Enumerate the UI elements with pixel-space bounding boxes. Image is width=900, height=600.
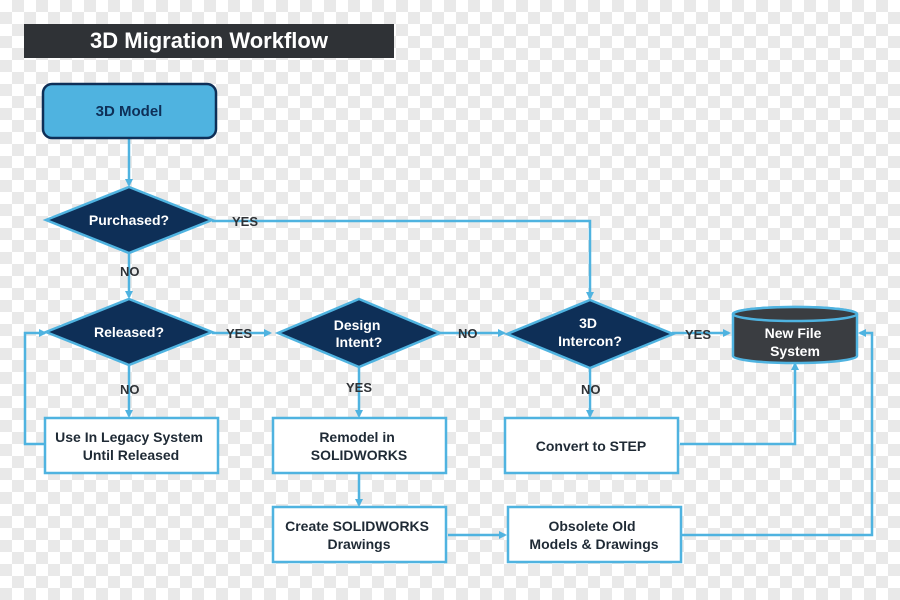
process-create-drawings: [271, 505, 448, 564]
purchased-yes-label: YES: [232, 214, 258, 229]
intercon-line-1: 3D: [579, 315, 597, 331]
start-node-3d-model: [41, 82, 218, 140]
intercon-no-label: NO: [581, 382, 601, 397]
intent-no-label: NO: [458, 326, 478, 341]
remodel-line-2: SOLIDWORKS: [311, 447, 407, 463]
new-fs-line-2: System: [770, 343, 820, 359]
edge-obsolete-to-newfs: [682, 329, 874, 537]
process-create-drawings-label: Create SOLIDWORKS Drawings: [285, 518, 433, 552]
drawings-line-1: Create SOLIDWORKS: [285, 518, 429, 534]
decision-released: [42, 297, 216, 367]
process-remodel: [271, 416, 448, 475]
new-file-system-cylinder: New File System: [731, 305, 859, 365]
decision-purchased-label: Purchased?: [89, 212, 169, 228]
process-convert-step-label: Convert to STEP: [536, 438, 646, 454]
decision-design-intent: [274, 297, 444, 369]
decision-design-intent-label: Design Intent?: [334, 317, 385, 350]
obsolete-line-1: Obsolete Old: [548, 518, 635, 534]
remodel-line-1: Remodel in: [319, 429, 394, 445]
process-convert-step: [503, 416, 680, 475]
decision-purchased: [42, 185, 216, 255]
new-file-system-label: New File System: [765, 325, 826, 359]
obsolete-line-2: Models & Drawings: [529, 536, 658, 552]
released-no-label: NO: [120, 382, 140, 397]
edge-purchased-yes-to-intercon: [212, 219, 594, 300]
design-intent-line-1: Design: [334, 317, 381, 333]
decision-released-label: Released?: [94, 324, 164, 340]
cylinder-top: [731, 305, 859, 323]
start-node-label: 3D Model: [96, 103, 163, 120]
process-obsolete-label: Obsolete Old Models & Drawings: [529, 518, 658, 552]
process-remodel-label: Remodel in SOLIDWORKS: [311, 429, 407, 463]
released-yes-label: YES: [226, 326, 252, 341]
decision-3d-intercon: [503, 298, 677, 370]
edge-convert-to-newfs: [680, 362, 799, 446]
drawings-line-2: Drawings: [327, 536, 390, 552]
intent-yes-label: YES: [346, 380, 372, 395]
intercon-yes-label: YES: [685, 327, 711, 342]
process-legacy-label: Use In Legacy System Until Released: [55, 429, 207, 463]
process-legacy: [43, 416, 220, 475]
decision-3d-intercon-label: 3D Intercon?: [558, 315, 622, 349]
legacy-line-2: Until Released: [83, 447, 179, 463]
process-obsolete: [506, 505, 683, 564]
legacy-line-1: Use In Legacy System: [55, 429, 203, 445]
intercon-line-2: Intercon?: [558, 333, 622, 349]
edge-legacy-loop-to-released: [23, 329, 47, 446]
new-fs-line-1: New File: [765, 325, 822, 341]
purchased-no-label: NO: [120, 264, 140, 279]
page-title: 3D Migration Workflow: [24, 24, 394, 58]
design-intent-line-2: Intent?: [336, 334, 383, 350]
